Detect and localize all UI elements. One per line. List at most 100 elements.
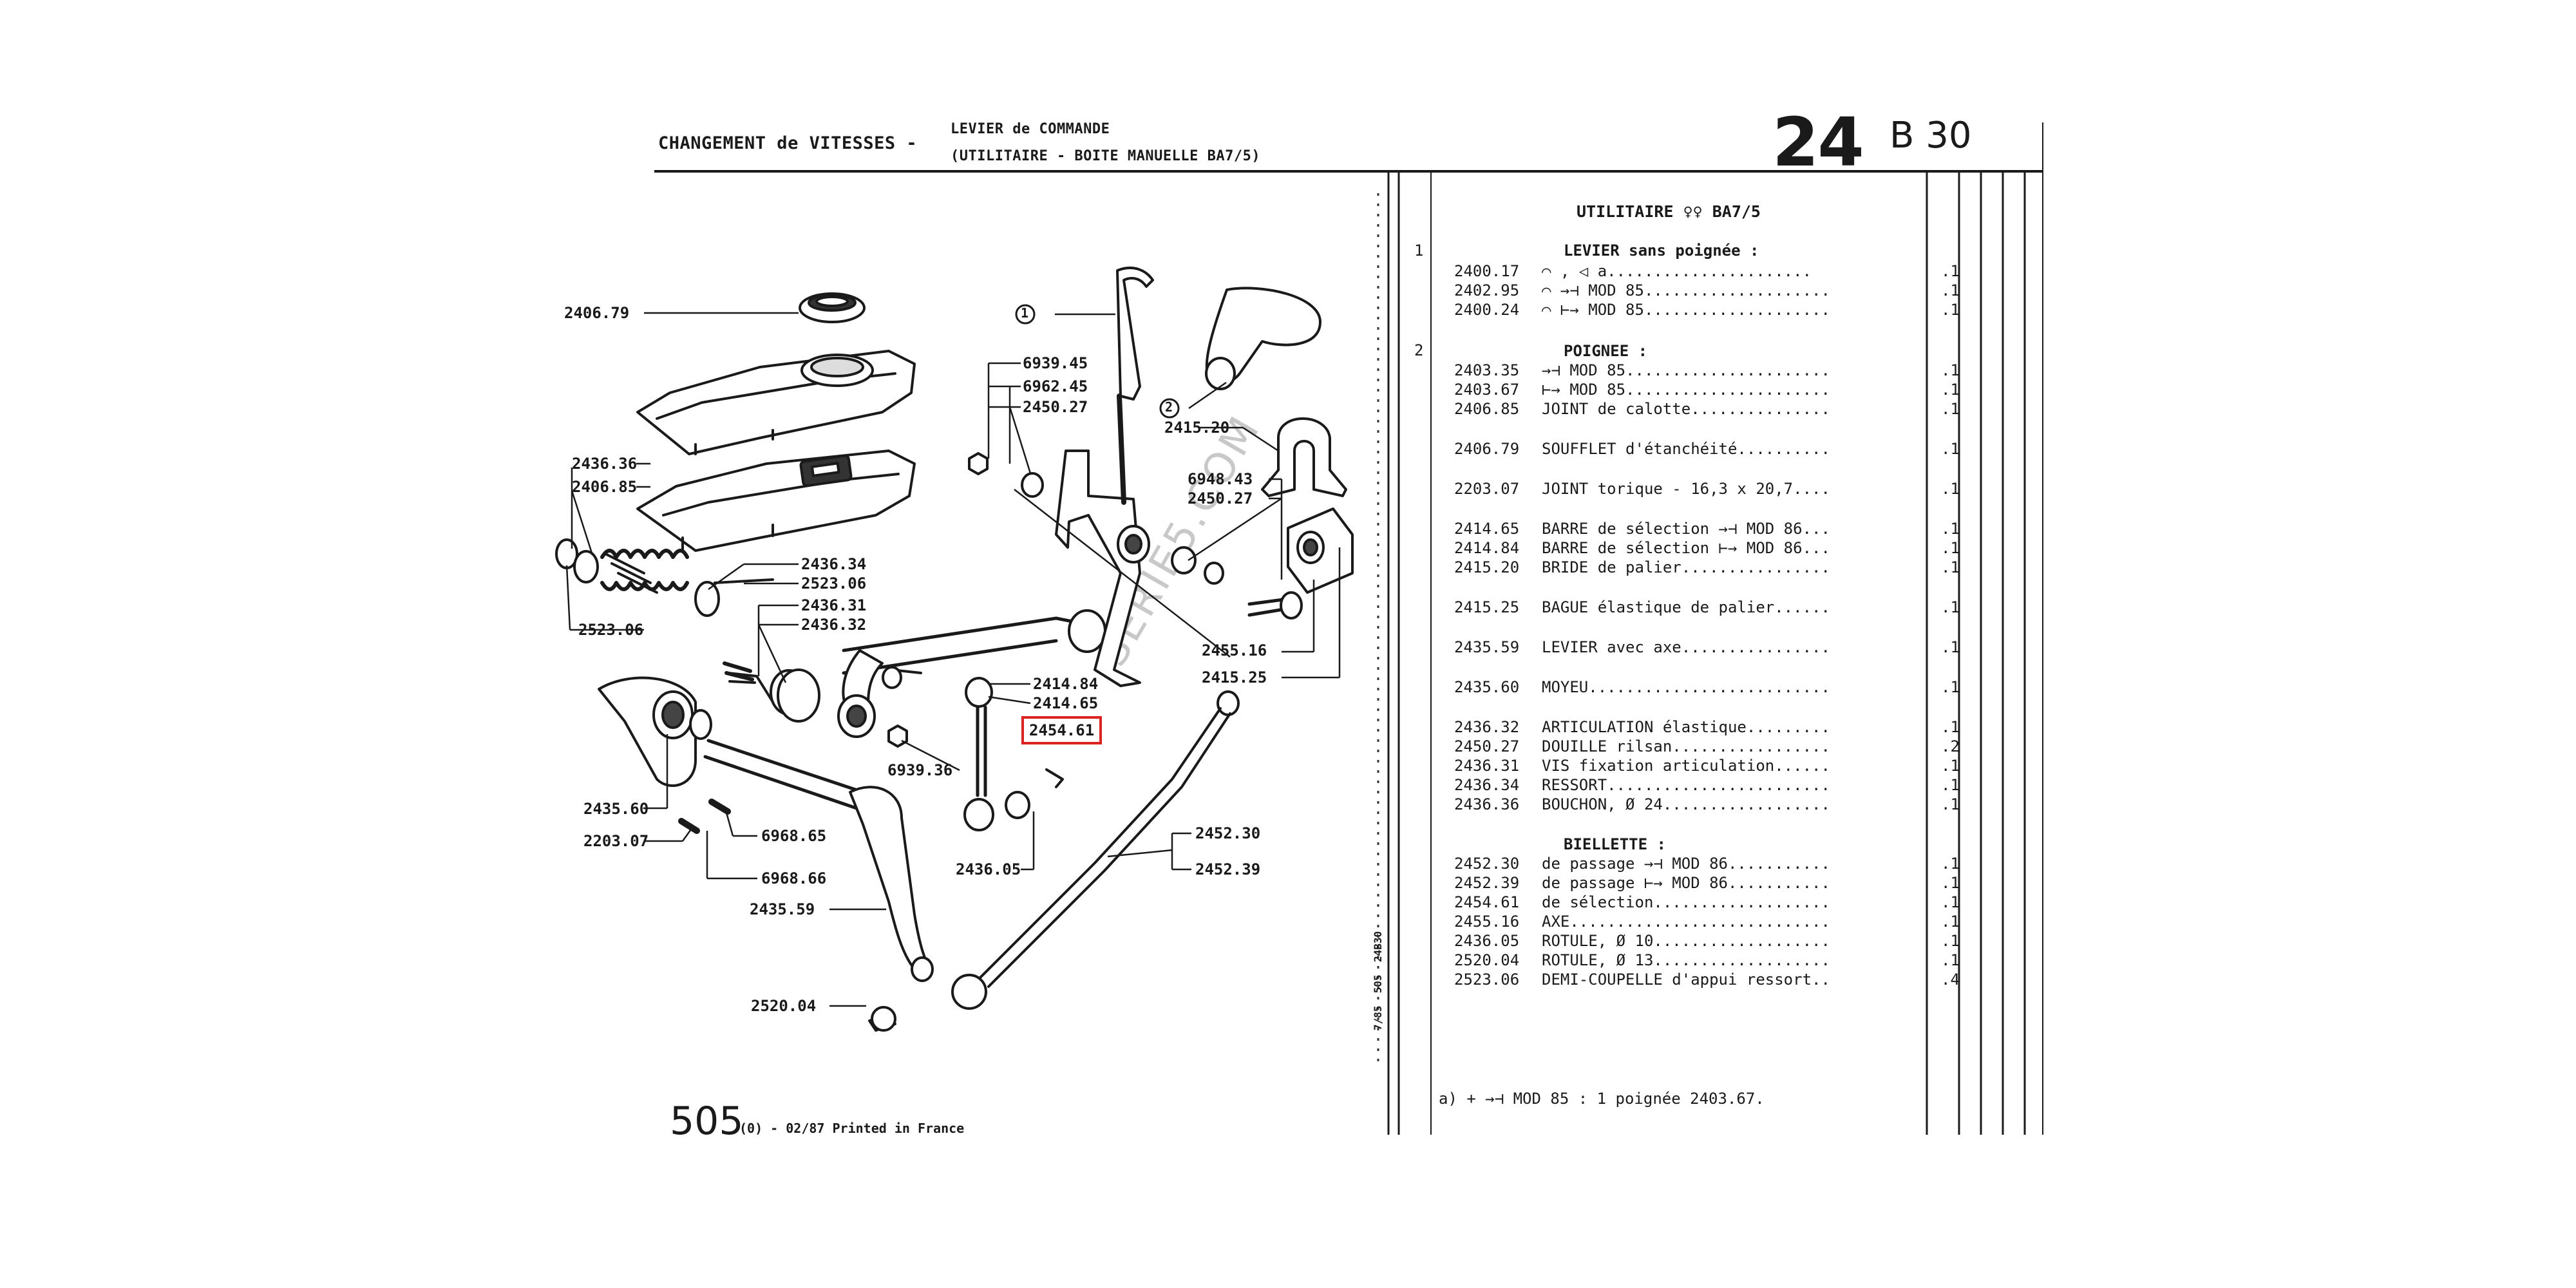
callout-2452-39: 2452.39 <box>1195 860 1261 878</box>
callout-2436-31: 2436.31 <box>801 596 867 614</box>
part-reference: 2414.84 <box>1454 539 1520 557</box>
header-title: CHANGEMENT de VITESSES - <box>658 133 918 153</box>
page-sub-number: B 30 <box>1889 115 1972 156</box>
callout-2520-04: 2520.04 <box>751 997 817 1015</box>
part-quantity: .1 <box>1941 361 1960 379</box>
part-reference: 2435.59 <box>1454 638 1520 656</box>
callout-2523-06-a: 2523.06 <box>801 574 867 592</box>
callout-2406-79: 2406.79 <box>564 304 630 322</box>
callout-2436-05: 2436.05 <box>956 860 1021 878</box>
callout-2523-06-b: 2523.06 <box>578 621 644 639</box>
part-description: BOUCHON, Ø 24.................. <box>1542 795 1830 813</box>
part-quantity: .1 <box>1941 913 1960 931</box>
callout-2450-27-b: 2450.27 <box>1188 489 1253 507</box>
part-quantity: .1 <box>1941 855 1960 873</box>
part-description: LEVIER avec axe................ <box>1542 638 1830 656</box>
callout-2203-07: 2203.07 <box>583 832 649 850</box>
part-reference: 2414.65 <box>1454 520 1520 538</box>
part-reference: 2436.31 <box>1454 757 1520 775</box>
part-description: POIGNEE : <box>1564 342 1648 360</box>
part-reference: 2403.67 <box>1454 381 1520 399</box>
part-reference: 2415.25 <box>1454 598 1520 616</box>
circle-marker-2: 2 <box>1165 399 1173 415</box>
part-reference: 2415.20 <box>1454 558 1520 576</box>
callout-2415-20: 2415.20 <box>1164 419 1230 437</box>
callout-6948-43: 6948.43 <box>1188 470 1253 488</box>
part-description: BAGUE élastique de palier...... <box>1542 598 1830 616</box>
part-reference: 2402.95 <box>1454 281 1520 299</box>
callout-2454-61-highlighted: 2454.61 <box>1021 716 1103 744</box>
part-reference: 2454.61 <box>1454 893 1520 911</box>
part-description: AXE............................ <box>1542 913 1830 931</box>
part-quantity: .1 <box>1941 795 1960 813</box>
callout-2435-59: 2435.59 <box>750 900 815 918</box>
part-reference: 2406.79 <box>1454 440 1520 458</box>
part-quantity: .1 <box>1941 539 1960 557</box>
header-subtitle-2: (UTILITAIRE - BOITE MANUELLE BA7/5) <box>951 148 1261 164</box>
part-description: SOUFFLET d'étanchéité.......... <box>1542 440 1830 458</box>
part-description: JOINT de calotte............... <box>1542 400 1830 418</box>
part-description: LEVIER sans poignée : <box>1564 242 1759 260</box>
part-description: DEMI-COUPELLE d'appui ressort.. <box>1542 971 1830 989</box>
part-description: ROTULE, Ø 13................... <box>1542 951 1830 969</box>
part-description: BRIDE de palier................ <box>1542 558 1830 576</box>
group-number-1: 1 <box>1414 242 1424 260</box>
part-quantity: .1 <box>1941 480 1960 498</box>
callout-2414-84: 2414.84 <box>1033 675 1099 693</box>
part-quantity: .2 <box>1941 737 1960 755</box>
callout-6939-45: 6939.45 <box>1023 354 1088 372</box>
callout-6968-65: 6968.65 <box>761 827 827 845</box>
footer-print-info: (0) - 02/87 Printed in France <box>739 1121 965 1136</box>
part-description: ARTICULATION élastique......... <box>1542 718 1830 736</box>
part-description: DOUILLE rilsan................. <box>1542 737 1830 755</box>
part-reference: 2400.17 <box>1454 262 1520 280</box>
circle-marker-1: 1 <box>1021 305 1029 321</box>
part-quantity: .1 <box>1941 400 1960 418</box>
part-quantity: .1 <box>1941 678 1960 696</box>
callout-2452-30: 2452.30 <box>1195 824 1261 842</box>
part-reference: 2455.16 <box>1454 913 1520 931</box>
part-description: de passage ⊢→ MOD 86........... <box>1542 874 1830 892</box>
part-quantity: .4 <box>1941 971 1960 989</box>
part-description: de passage →⊣ MOD 86........... <box>1542 855 1830 873</box>
part-quantity: .1 <box>1941 262 1960 280</box>
part-reference: 2450.27 <box>1454 737 1520 755</box>
part-description: VIS fixation articulation...... <box>1542 757 1830 775</box>
part-description: RESSORT........................ <box>1542 776 1830 794</box>
part-description: BIELLETTE : <box>1564 835 1666 853</box>
part-description: ⊢→ MOD 85...................... <box>1542 381 1830 399</box>
callout-2436-36: 2436.36 <box>572 455 638 473</box>
group-number-2: 2 <box>1414 341 1424 359</box>
part-quantity: .1 <box>1941 718 1960 736</box>
part-quantity: .1 <box>1941 638 1960 656</box>
part-quantity: .1 <box>1941 301 1960 319</box>
part-quantity: .1 <box>1941 874 1960 892</box>
callout-2455-16: 2455.16 <box>1202 641 1267 659</box>
part-reference: 2452.30 <box>1454 855 1520 873</box>
callout-2435-60: 2435.60 <box>583 800 649 818</box>
callout-2436-32: 2436.32 <box>801 616 867 634</box>
callout-2406-85: 2406.85 <box>572 478 638 496</box>
part-reference: 2523.06 <box>1454 971 1520 989</box>
part-reference: 2520.04 <box>1454 951 1520 969</box>
part-quantity: .1 <box>1941 381 1960 399</box>
part-description: ⌒ , ◁ a...................... <box>1542 262 1812 280</box>
side-code: 7/85 505 24B30 <box>1372 931 1384 1030</box>
part-reference: 2435.60 <box>1454 678 1520 696</box>
part-description: MOYEU.......................... <box>1542 678 1830 696</box>
part-quantity: .1 <box>1941 757 1960 775</box>
part-description: ROTULE, Ø 10................... <box>1542 932 1830 950</box>
part-reference: 2436.34 <box>1454 776 1520 794</box>
part-description: de sélection................... <box>1542 893 1830 911</box>
part-description: JOINT torique - 16,3 x 20,7.... <box>1542 480 1830 498</box>
callout-6968-66: 6968.66 <box>761 869 827 887</box>
part-reference: 2436.05 <box>1454 932 1520 950</box>
callout-2450-27-a: 2450.27 <box>1023 398 1088 416</box>
part-quantity: .1 <box>1941 776 1960 794</box>
part-quantity: .1 <box>1941 440 1960 458</box>
parts-model-title: UTILITAIRE ♀♀ BA7/5 <box>1577 202 1761 221</box>
part-reference: 2403.35 <box>1454 361 1520 379</box>
callout-2415-25: 2415.25 <box>1202 668 1267 687</box>
part-description: BARRE de sélection ⊢→ MOD 86... <box>1542 539 1830 557</box>
